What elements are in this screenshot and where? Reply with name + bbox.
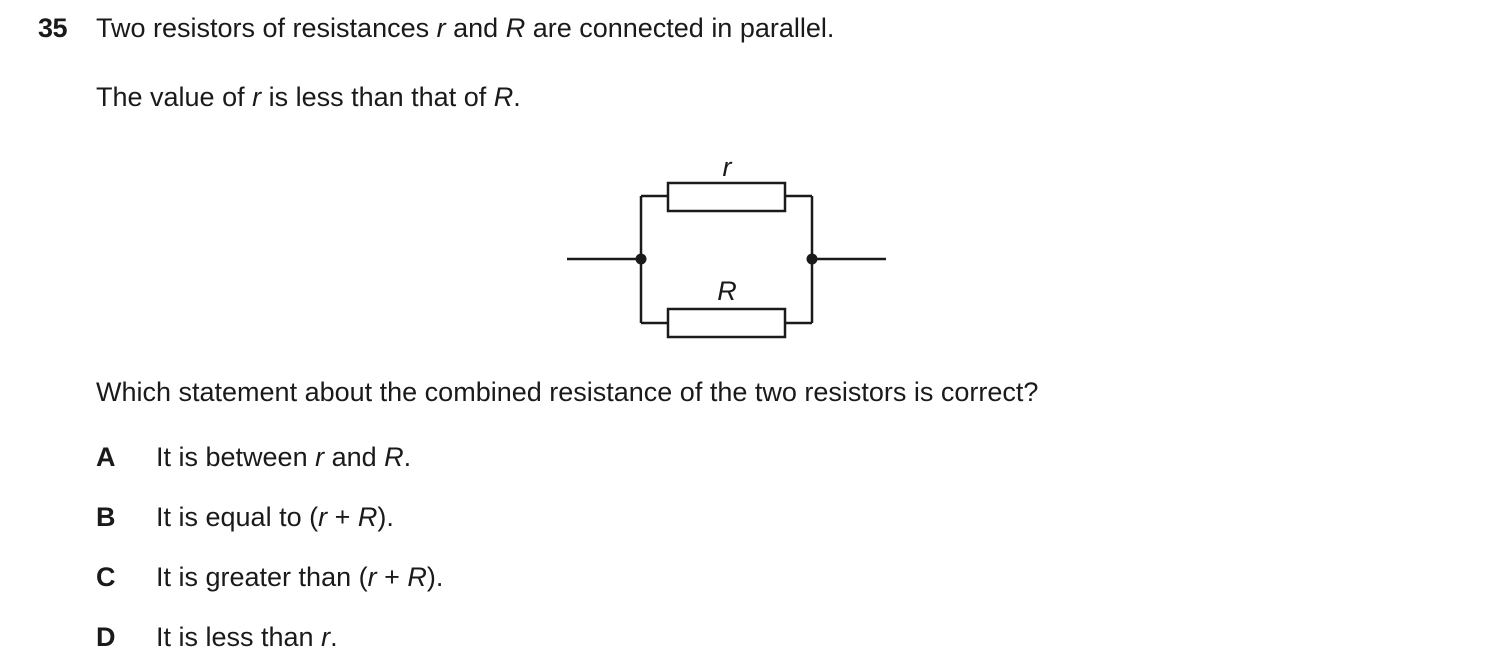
- text-segment: +: [327, 502, 358, 532]
- text-segment: is less than that of: [261, 82, 494, 112]
- option-d[interactable]: D It is less than r.: [96, 619, 338, 655]
- variable-r: r: [318, 502, 328, 532]
- text-segment: +: [376, 562, 408, 592]
- text-segment: ).: [377, 502, 394, 532]
- text-segment: .: [513, 82, 521, 112]
- option-c[interactable]: C It is greater than (r + R).: [96, 559, 443, 595]
- resistor-r-label: r: [723, 152, 733, 182]
- variable-R: R: [384, 442, 404, 472]
- text-segment: Two resistors of resistances: [96, 13, 437, 43]
- variable-r: r: [436, 13, 446, 43]
- option-b[interactable]: B It is equal to (r + R).: [96, 499, 394, 535]
- question-prompt: Which statement about the combined resis…: [96, 377, 1039, 407]
- text-segment: and: [324, 442, 385, 472]
- variable-r: r: [367, 562, 377, 592]
- text-segment: The value of: [96, 82, 253, 112]
- text-segment: and: [445, 13, 506, 43]
- question-text-line-2: The value of r is less than that of R.: [96, 79, 521, 115]
- text-segment: It is greater than (: [156, 562, 368, 592]
- text-segment: are connected in parallel.: [525, 13, 835, 43]
- variable-R: R: [493, 82, 514, 112]
- text-segment: .: [330, 622, 338, 652]
- variable-r: r: [315, 442, 325, 472]
- option-letter: A: [96, 442, 116, 472]
- resistor-R-label: R: [717, 276, 737, 306]
- variable-r: r: [321, 622, 331, 652]
- option-a[interactable]: A It is between r and R.: [96, 439, 411, 475]
- resistor-R: [666, 307, 787, 339]
- variable-r: r: [252, 82, 262, 112]
- text-segment: ).: [426, 562, 444, 592]
- text-segment: It is equal to (: [156, 502, 319, 532]
- question-number: 35: [38, 13, 68, 43]
- variable-R: R: [357, 502, 378, 532]
- text-segment: It is between: [156, 442, 316, 472]
- question-text-line-1: Two resistors of resistances r and R are…: [96, 10, 834, 46]
- option-letter: B: [96, 502, 116, 532]
- option-letter: C: [96, 562, 116, 592]
- resistor-r: [666, 181, 787, 213]
- text-segment: .: [403, 442, 412, 472]
- text-segment: It is less than: [156, 622, 322, 652]
- right-junction-dot: [806, 253, 818, 265]
- option-letter: D: [96, 622, 116, 652]
- variable-R: R: [407, 562, 427, 592]
- variable-R: R: [505, 13, 526, 43]
- left-junction-dot: [635, 253, 647, 265]
- parallel-circuit-diagram: r R: [567, 152, 886, 339]
